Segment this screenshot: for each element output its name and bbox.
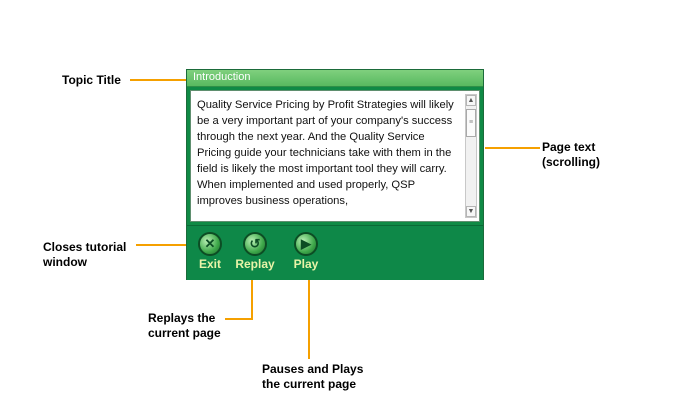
replay-button[interactable]: ↺ Replay (231, 232, 279, 271)
vertical-scrollbar[interactable]: ▲ ≡ ▼ (465, 94, 477, 218)
x-icon[interactable]: ✕ (198, 232, 222, 256)
callout-line-topic-title (130, 79, 186, 81)
callout-line-pauses-plays (308, 280, 310, 359)
tutorial-window: Introduction Quality Service Pricing by … (186, 69, 484, 280)
play-label[interactable]: Play (293, 257, 319, 271)
annotation-pauses-plays: Pauses and Plays the current page (262, 362, 364, 391)
annotation-replays-page: Replays the current page (148, 311, 221, 340)
page-text-area[interactable]: Quality Service Pricing by Profit Strate… (190, 90, 480, 222)
scroll-down-arrow-icon[interactable]: ▼ (466, 206, 476, 217)
callout-line-closes-window (136, 244, 189, 246)
callout-line-page-text (485, 147, 540, 149)
play-button[interactable]: ▶ Play (289, 232, 323, 271)
topic-title: Introduction (193, 71, 251, 83)
exit-button[interactable]: ✕ Exit (193, 232, 227, 271)
exit-label[interactable]: Exit (198, 257, 221, 271)
annotation-topic-title: Topic Title (62, 73, 121, 87)
scroll-up-arrow-icon[interactable]: ▲ (466, 95, 476, 106)
replay-label[interactable]: Replay (235, 257, 275, 271)
topic-title-bar: Introduction (187, 70, 483, 87)
annotation-closes-window: Closes tutorial window (43, 240, 127, 269)
play-icon[interactable]: ▶ (294, 232, 318, 256)
replay-icon[interactable]: ↺ (243, 232, 267, 256)
control-bar: ✕ Exit ↺ Replay ▶ Play (187, 225, 483, 280)
annotation-page-text: Page text (scrolling) (542, 140, 601, 169)
scroll-thumb[interactable]: ≡ (466, 109, 476, 137)
callout-line-replays-h (225, 318, 253, 320)
page-text: Quality Service Pricing by Profit Strate… (197, 99, 454, 207)
callout-line-replays-v (251, 276, 253, 320)
